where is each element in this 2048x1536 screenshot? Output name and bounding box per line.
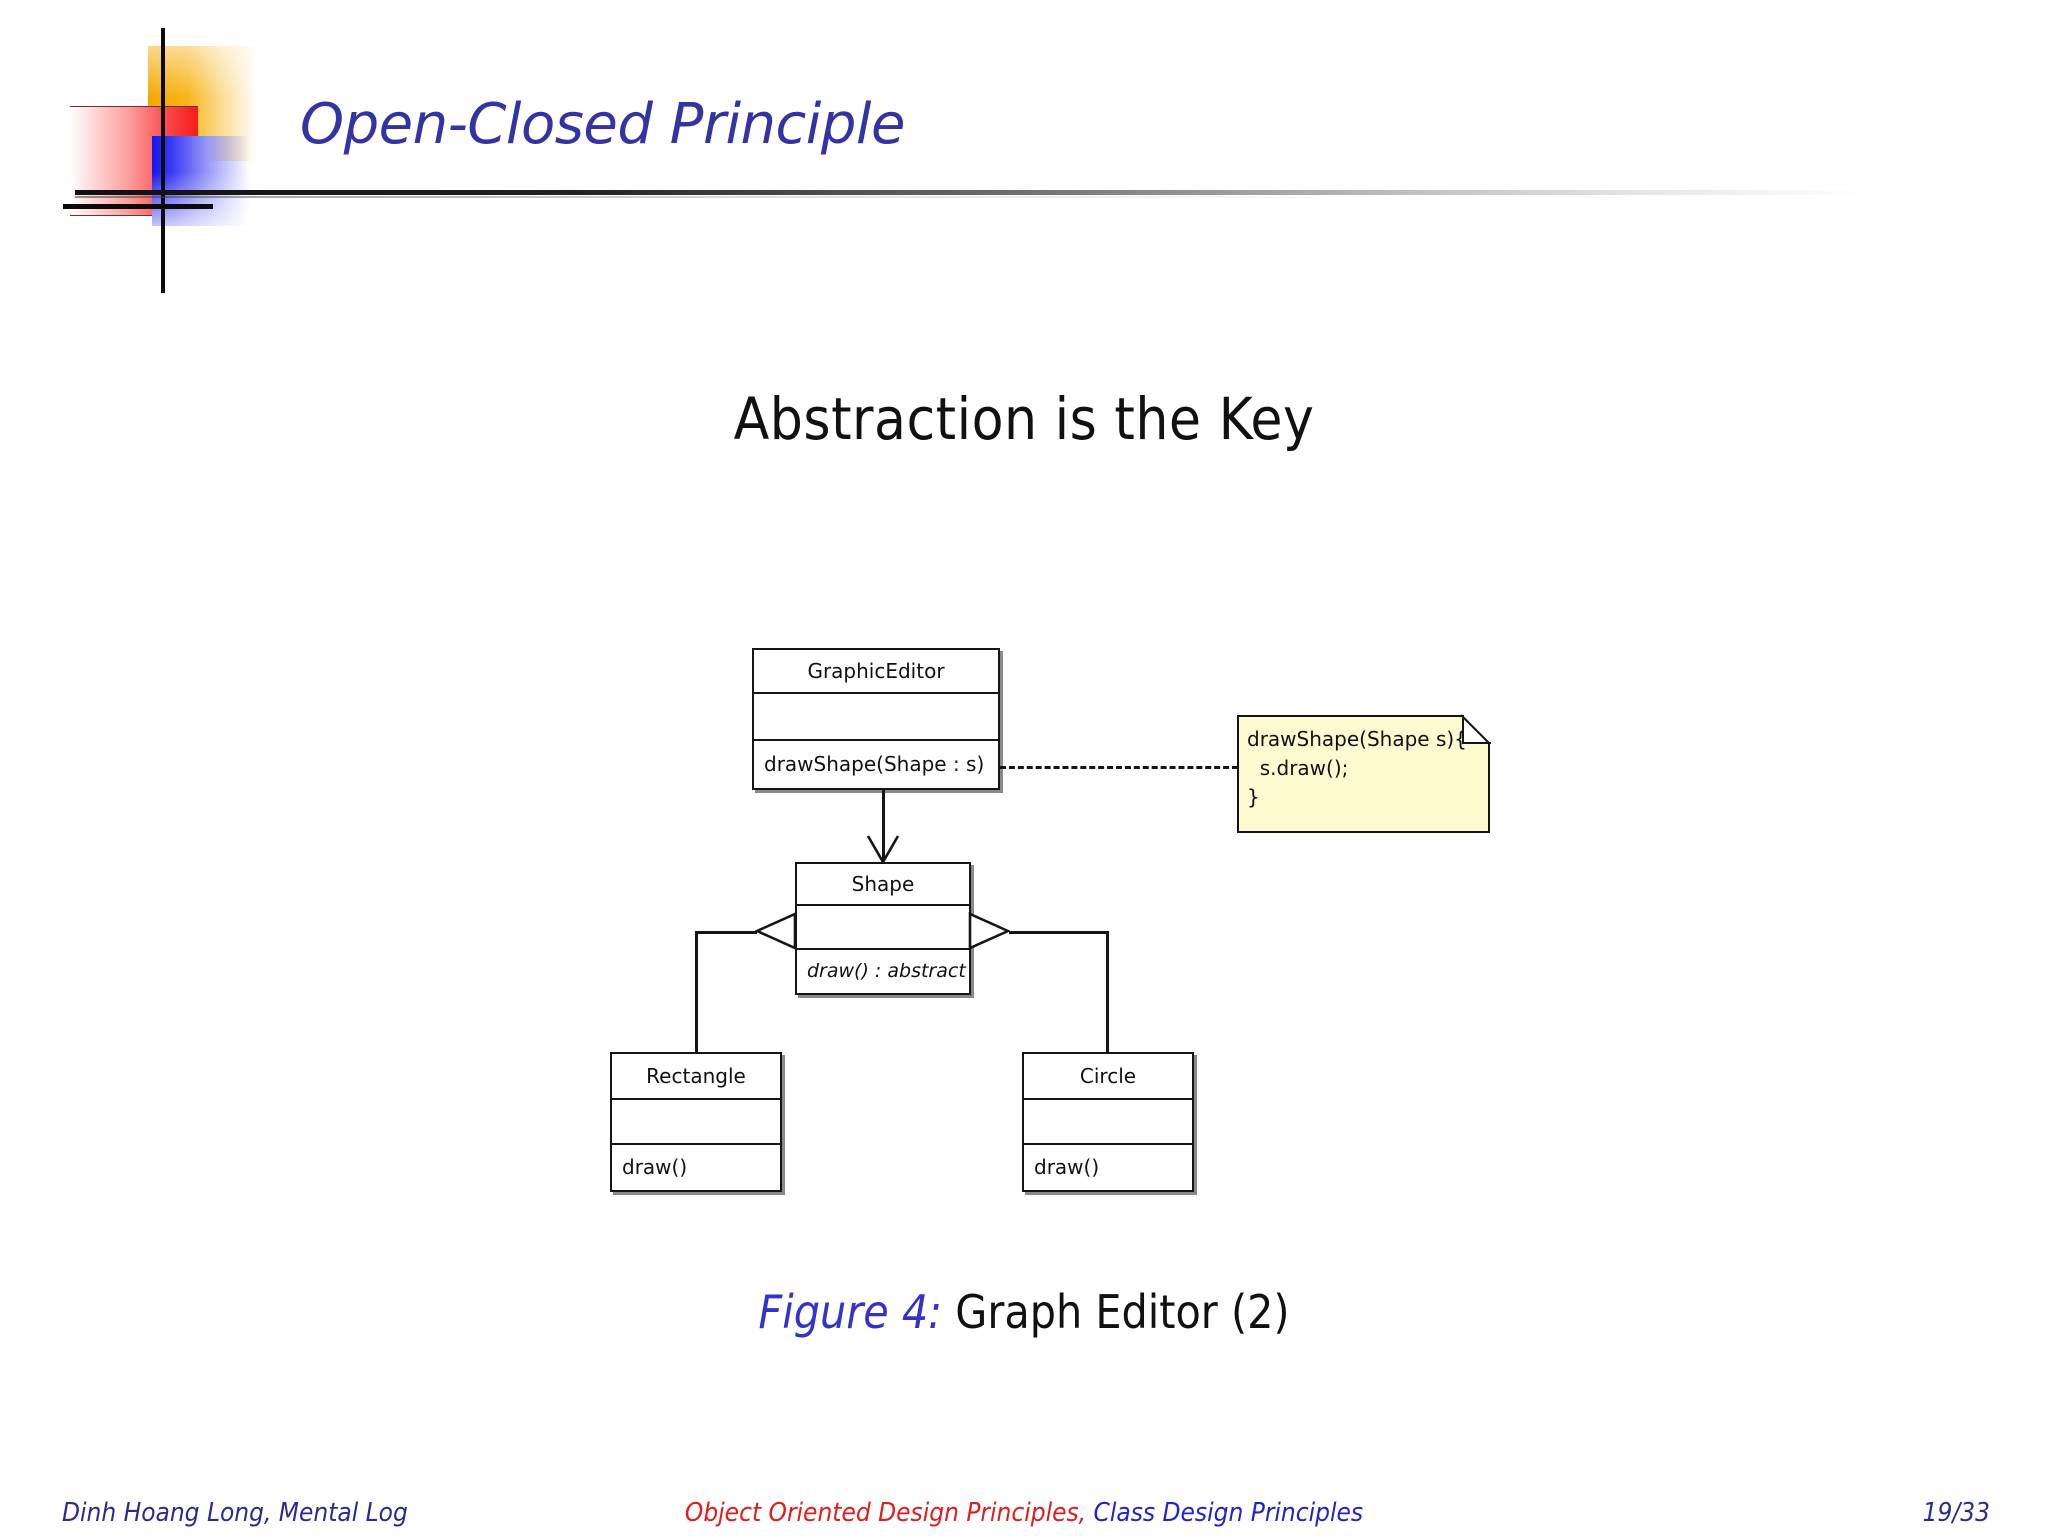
uml-generalization-triangle-right-icon [968, 911, 1012, 951]
brand-logo [60, 18, 280, 293]
logo-blue-square-highlight [152, 136, 250, 226]
footer-breadcrumb: Object Oriented Design Principles, Class… [0, 1498, 2048, 1528]
page-title: Open-Closed Principle [300, 92, 905, 157]
footer-page-number: 19/33 [1922, 1498, 1990, 1528]
slide-header: Open-Closed Principle [0, 0, 2048, 300]
footer-breadcrumb-secondary[interactable]: Class Design Principles [1093, 1498, 1364, 1528]
uml-gen-rectangle-vline [695, 931, 698, 1054]
uml-class-circle-attributes [1024, 1098, 1192, 1143]
figure-caption-label: Figure 4: [758, 1285, 943, 1339]
logo-red-square-outline [70, 106, 198, 216]
footer-author: Dinh Hoang Long, Mental Log [62, 1498, 408, 1528]
uml-class-rectangle: Rectangle draw() [610, 1052, 782, 1192]
uml-note-anchor-line [1000, 766, 1238, 769]
uml-class-shape-name: Shape [851, 872, 915, 896]
logo-horizontal-bar [63, 204, 213, 209]
logo-vertical-bar [161, 28, 165, 293]
header-divider-shadow [75, 196, 1375, 198]
uml-assoc-graphiceditor-shape-line [882, 790, 885, 860]
figure-caption: Figure 4: Graph Editor (2) [0, 1285, 2048, 1339]
figure-caption-text: Graph Editor (2) [955, 1285, 1290, 1339]
uml-note-drawshape: drawShape(Shape s){ s.draw(); } [1237, 715, 1490, 833]
header-divider-rule [75, 190, 1865, 195]
uml-class-rectangle-attributes [612, 1098, 780, 1143]
uml-class-circle-methods: draw() [1024, 1143, 1192, 1189]
uml-note-fold-corner-icon [1462, 715, 1491, 744]
uml-gen-circle-vline [1106, 931, 1109, 1054]
uml-class-circle-name: Circle [1079, 1064, 1137, 1088]
uml-note-drawshape-text: drawShape(Shape s){ s.draw(); } [1247, 727, 1467, 809]
uml-gen-rectangle-hline [695, 931, 757, 934]
uml-open-arrowhead-icon [866, 834, 900, 865]
slide-footer: Dinh Hoang Long, Mental Log Object Orien… [0, 1492, 2048, 1536]
section-heading: Abstraction is the Key [733, 385, 1315, 453]
footer-breadcrumb-primary[interactable]: Object Oriented Design Principles [684, 1498, 1079, 1528]
uml-class-rectangle-name: Rectangle [646, 1064, 746, 1088]
uml-generalization-triangle-left-icon [753, 911, 797, 951]
uml-class-shape: Shape draw() : abstract [795, 862, 971, 995]
uml-class-diagram: GraphicEditor drawShape(Shape : s) Shape… [0, 620, 2048, 1220]
uml-class-graphiceditor: GraphicEditor drawShape(Shape : s) [752, 648, 1000, 790]
uml-class-graphiceditor-methods: drawShape(Shape : s) [754, 739, 998, 787]
uml-gen-circle-hline [1009, 931, 1108, 934]
uml-class-shape-attributes [797, 904, 969, 948]
uml-class-circle: Circle draw() [1022, 1052, 1194, 1192]
footer-breadcrumb-separator: , [1078, 1498, 1094, 1528]
uml-class-rectangle-methods: draw() [612, 1143, 780, 1189]
uml-class-graphiceditor-attributes [754, 692, 998, 739]
uml-class-shape-methods: draw() : abstract [797, 948, 969, 992]
uml-class-graphiceditor-name: GraphicEditor [807, 659, 945, 683]
